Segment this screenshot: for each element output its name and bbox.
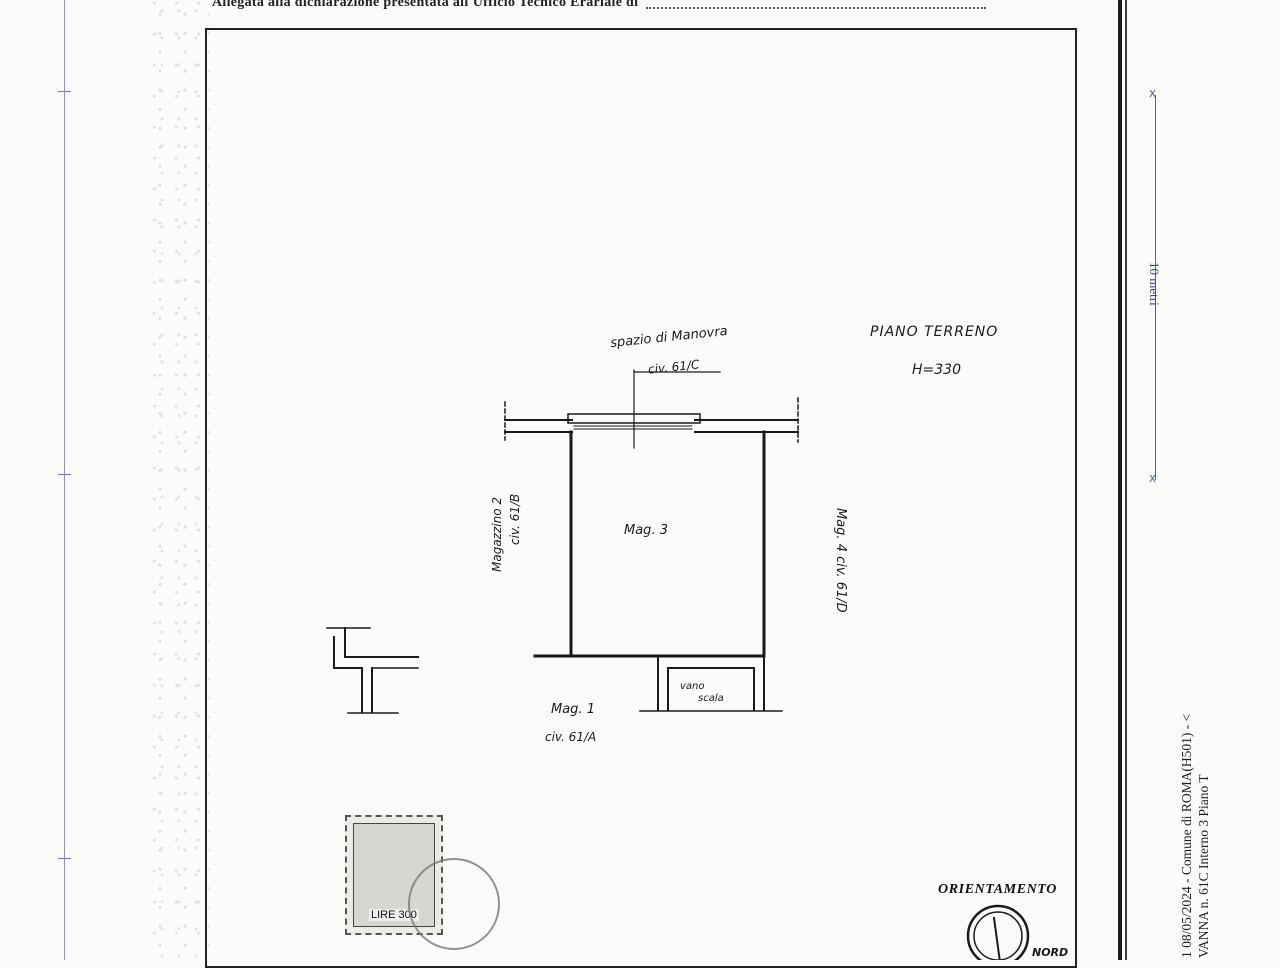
plan-title: PIANO TERRENO (870, 324, 999, 340)
right-border-rule-thin (1125, 0, 1127, 960)
stamp-value: LIRE 300 (369, 909, 419, 921)
height-label: H=330 (912, 362, 961, 378)
margin-tick (58, 91, 71, 92)
left-margin-line (64, 0, 65, 960)
vano-label-2: scala (698, 693, 724, 704)
postmark-seal (408, 858, 500, 950)
right-room-label: Mag. 4 civ. 61/D (833, 508, 848, 613)
left-room-label-2: civ. 61/B (508, 493, 522, 545)
scale-mark-bottom: x (1149, 471, 1157, 485)
room-main-label: Mag. 3 (624, 523, 668, 538)
bottom-room-label-2: civ. 61/A (545, 730, 597, 744)
vano-label-1: vano (680, 681, 705, 692)
document-header: Allegata alla dichiarazione presentata a… (212, 0, 987, 11)
scale-bar (1155, 95, 1156, 480)
scan-speckle (150, 0, 210, 960)
header-text: Allegata alla dichiarazione presentata a… (212, 0, 639, 10)
orientation-title: ORIENTAMENTO (938, 882, 1057, 897)
margin-tick (58, 474, 71, 475)
scale-mark-top: x (1149, 86, 1157, 100)
left-room-label-1: Magazzino 2 (490, 496, 504, 572)
header-dotted-field (646, 0, 987, 9)
right-border-rule (1118, 0, 1122, 960)
margin-tick (58, 858, 71, 859)
bottom-room-label-1: Mag. 1 (551, 702, 595, 717)
north-label: NORD (1032, 946, 1069, 959)
